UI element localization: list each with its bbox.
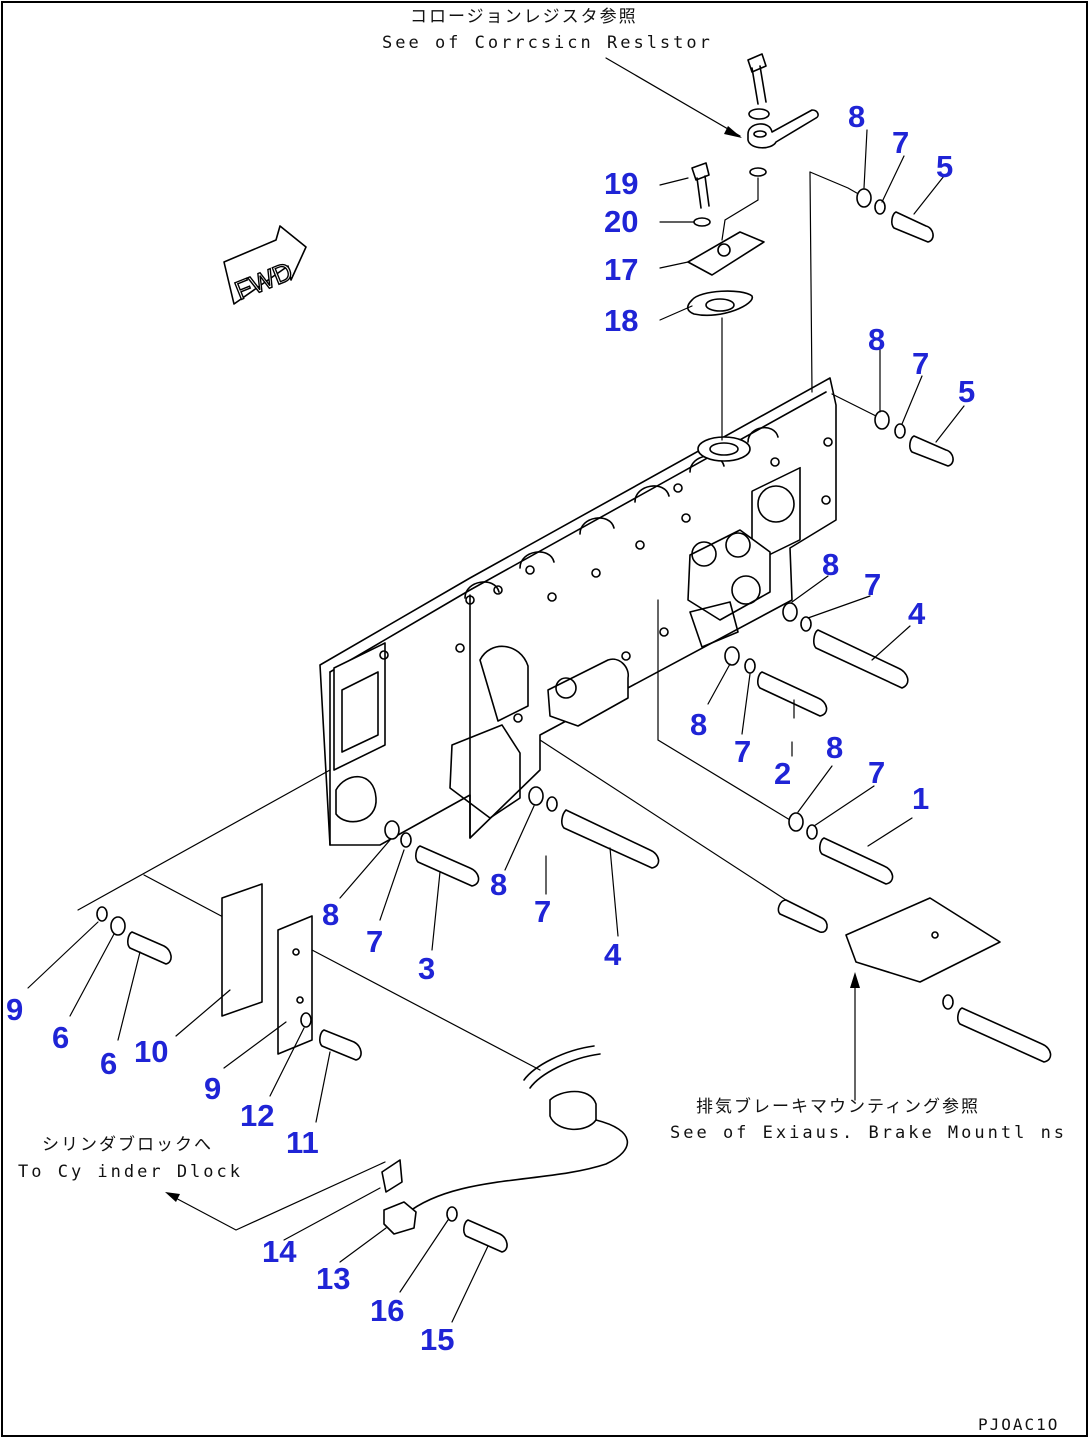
- callout-8: 8: [822, 547, 839, 582]
- callout-10: 10: [134, 1034, 168, 1069]
- drawing-code: PJOAC1O: [978, 1415, 1059, 1434]
- callout-9: 9: [204, 1071, 221, 1106]
- leader-lines: [27, 129, 965, 1323]
- callout-7: 6: [52, 1020, 69, 1055]
- forward-arrow-icon: FWD: [223, 225, 307, 307]
- callout-8: 8: [848, 99, 865, 134]
- callout-11: 11: [286, 1125, 319, 1160]
- exhaust-note-en: See of Exiaus. Brake Mountl ns: [670, 1123, 1067, 1143]
- callout-20: 20: [604, 204, 638, 239]
- callout-8: 8: [868, 322, 885, 357]
- callout-4: 4: [908, 596, 926, 631]
- corrosion-pointer: [605, 57, 742, 138]
- callout-8: 8: [690, 707, 707, 742]
- callout-4: 4: [604, 937, 622, 972]
- left-covers: [77, 769, 629, 1253]
- lower-bolts: [384, 739, 1052, 1063]
- water-manifold-body: [319, 377, 837, 846]
- callout-17: 17: [604, 252, 638, 287]
- callout-3: 3: [418, 951, 435, 986]
- cylinder-note-jp: シリンダブロックへ: [42, 1134, 213, 1155]
- callout-18: 18: [604, 303, 638, 338]
- callout-6: 6: [100, 1046, 117, 1081]
- callout-8: 9: [6, 992, 23, 1027]
- callout-numbers: 8 7 5 19 20 17 18 8 7 5 8 7 4 8 7 2 8 7 …: [6, 99, 975, 1357]
- callout-16: 16: [370, 1293, 404, 1328]
- callout-7: 7: [864, 567, 881, 602]
- callout-5: 5: [958, 374, 975, 409]
- exhaust-pointer: [850, 972, 860, 1101]
- callout-7: 7: [534, 894, 551, 929]
- callout-19: 19: [604, 166, 638, 201]
- callout-8: 8: [826, 730, 843, 765]
- callout-15: 15: [420, 1322, 454, 1357]
- corrosion-note-jp: コロージョンレジスタ参照: [410, 7, 638, 27]
- callout-7: 7: [366, 924, 383, 959]
- callout-1: 1: [912, 781, 929, 816]
- right-bolt-stacks: [657, 171, 954, 885]
- callout-12: 12: [240, 1098, 274, 1133]
- cylinder-note-en: To Cy inder Dlock: [18, 1162, 243, 1182]
- corrosion-note-en: See of Corrcsicn Reslstor: [382, 33, 713, 53]
- exhaust-note-jp: 排気ブレーキマウンティング参照: [696, 1096, 980, 1117]
- callout-7: 7: [892, 125, 909, 160]
- callout-2: 2: [774, 756, 791, 791]
- callout-7: 7: [734, 734, 751, 769]
- callout-5: 5: [936, 149, 953, 184]
- cylinder-pointer: [165, 1161, 386, 1231]
- callout-7: 7: [868, 755, 885, 790]
- callout-8: 8: [490, 867, 507, 902]
- callout-14: 14: [262, 1234, 297, 1269]
- callout-13: 13: [316, 1261, 350, 1296]
- corrosion-resistor-hardware: [686, 53, 819, 441]
- callout-7: 7: [912, 346, 929, 381]
- callout-8: 8: [322, 897, 339, 932]
